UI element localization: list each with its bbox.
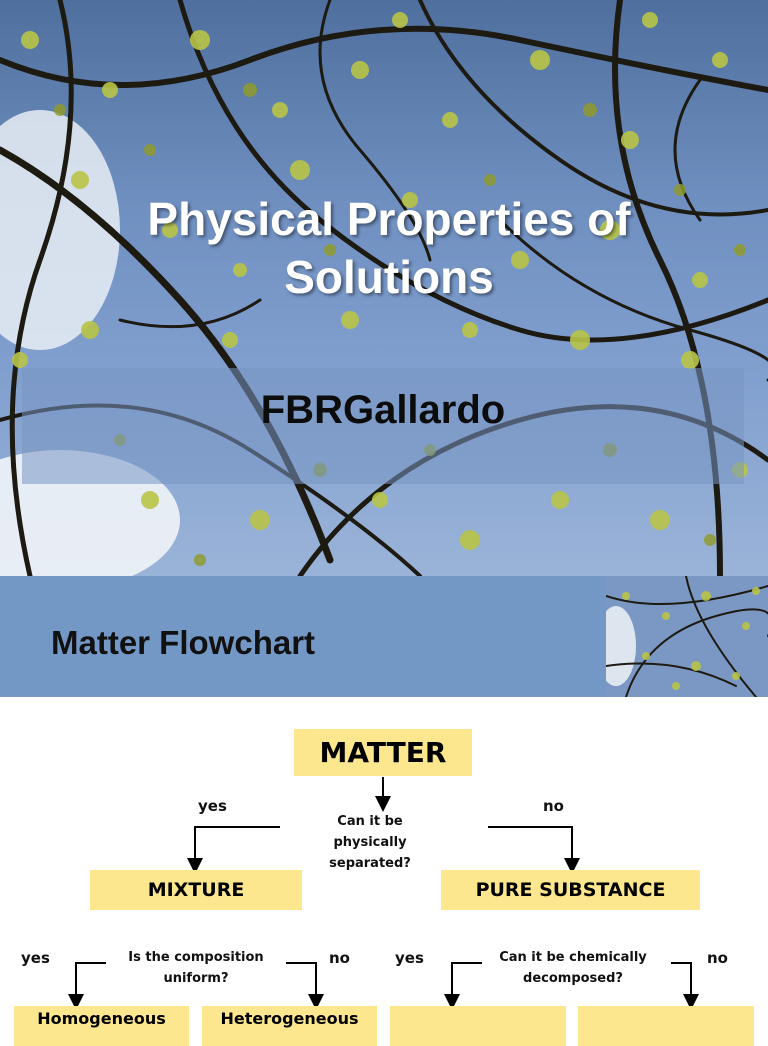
question-composition-uniform: Is the composition uniform? <box>128 950 264 986</box>
edge-label-no-1: no <box>543 797 564 815</box>
edge-label-no-3: no <box>707 949 728 967</box>
node-mixture: MIXTURE <box>90 870 302 910</box>
slide-title: Physical Properties of Solutions <box>147 193 631 303</box>
node-compound-box <box>390 1006 566 1046</box>
flowchart-connectors <box>68 777 699 1010</box>
edge-label-no-2: no <box>329 949 350 967</box>
node-heterogeneous: Heterogeneous <box>202 1006 377 1046</box>
question-physically-separated: Can it be physically separated? <box>329 814 411 871</box>
node-pure-substance: PURE SUBSTANCE <box>441 870 700 910</box>
edge-label-yes-2: yes <box>21 949 50 967</box>
tree-corner-image <box>606 576 768 697</box>
slide2-header-band <box>0 576 768 697</box>
author-name: FBRGallardo <box>260 388 506 432</box>
edge-label-yes-1: yes <box>198 797 227 815</box>
slide2-heading: Matter Flowchart <box>51 624 316 661</box>
node-matter: MATTER <box>294 729 472 776</box>
question-chemically-decomposed: Can it be chemically decomposed? <box>499 950 647 986</box>
edge-label-yes-3: yes <box>395 949 424 967</box>
node-element-box <box>578 1006 754 1046</box>
node-homogeneous: Homogeneous <box>14 1006 189 1046</box>
title-slide <box>0 0 768 576</box>
author-band <box>22 368 744 484</box>
